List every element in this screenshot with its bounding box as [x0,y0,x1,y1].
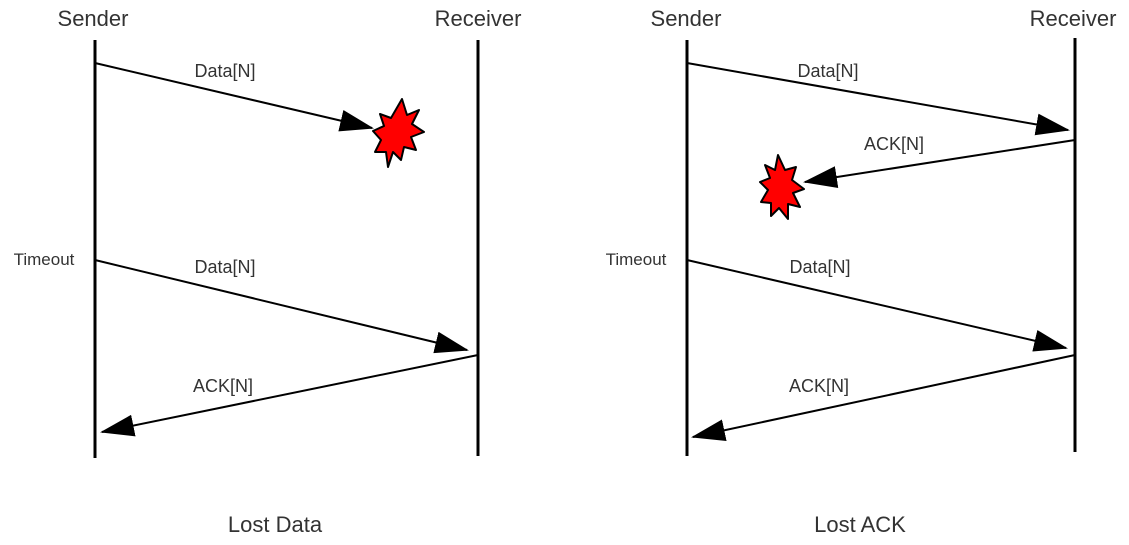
data-retransmit-label: Data[N] [194,257,255,277]
sender-label: Sender [651,6,722,31]
data-message-label: Data[N] [194,61,255,81]
ack-arrow [100,354,479,437]
data-retransmit-arrow [94,259,469,354]
receiver-label: Receiver [1030,6,1117,31]
receiver-label: Receiver [435,6,522,31]
ack-label: ACK[N] [789,376,849,396]
ack-arrow [691,354,1076,442]
data-retransmit-arrow [686,259,1068,352]
sender-label: Sender [58,6,129,31]
data-retransmit-label: Data[N] [789,257,850,277]
data-message-label: Data[N] [797,61,858,81]
ack-lost-arrow [803,139,1076,188]
lost-ack-panel: Sender Receiver Data[N] ACK[N] Timeout D… [606,6,1117,537]
timeout-label: Timeout [14,250,75,269]
loss-burst-icon [759,154,805,220]
lost-data-caption: Lost Data [228,512,323,537]
lost-ack-caption: Lost ACK [814,512,906,537]
data-message-arrow [686,62,1070,136]
data-message-lost-arrow [94,62,374,132]
ack-lost-label: ACK[N] [864,134,924,154]
ack-label: ACK[N] [193,376,253,396]
timeout-label: Timeout [606,250,667,269]
loss-burst-icon [372,98,425,168]
lost-data-panel: Sender Receiver Data[N] Timeout Data[N] … [14,6,522,537]
